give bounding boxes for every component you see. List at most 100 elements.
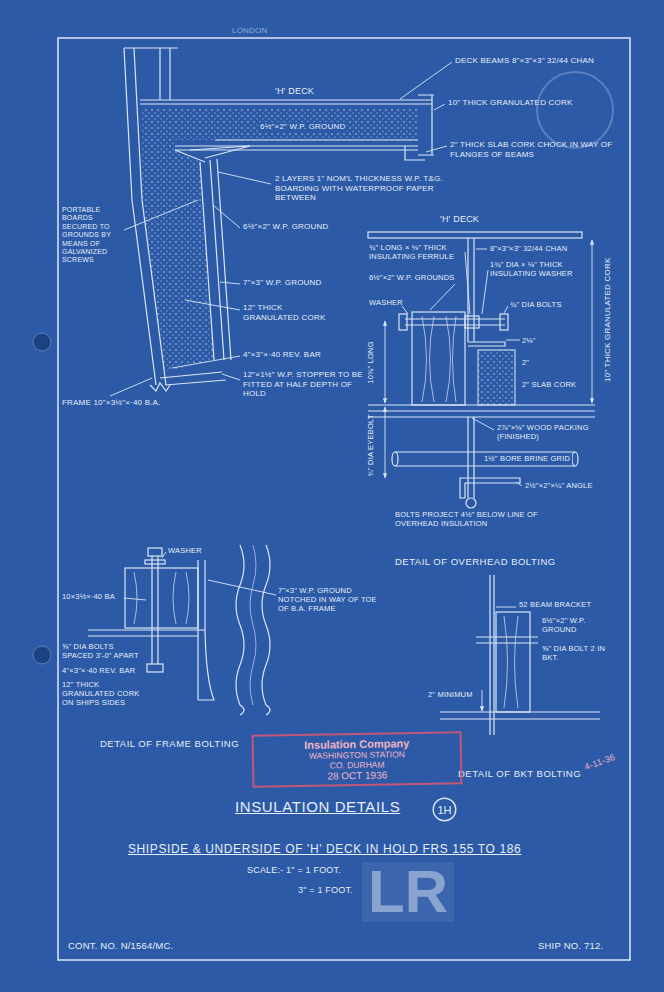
part-note: 12"×1½" W.P. STOPPER TO BE FITTED AT HAL… — [243, 370, 368, 399]
dimension-line — [385, 321, 386, 403]
shipside-section — [175, 146, 250, 162]
part-label: 2½"×2"×¼" ANGLE — [525, 481, 593, 490]
part-label: 2" SLAB CORK — [522, 380, 584, 389]
leader-line — [185, 300, 240, 310]
leader-line — [402, 249, 522, 486]
leader-line — [430, 284, 455, 310]
part-label: 4"×3"×·40 REV. BAR — [243, 350, 321, 360]
shipside-section — [160, 372, 226, 385]
shipside-section — [140, 100, 432, 104]
leader-line — [124, 552, 276, 600]
overhead-bolting-detail — [460, 478, 520, 498]
part-label: 10×3½×·40 BA — [62, 592, 122, 601]
part-label: 1½" BORE BRINE GRID — [482, 454, 572, 463]
part-note: 7"×3" W.P. GROUND NOTCHED IN WAY OF TOE … — [278, 586, 383, 613]
shipside-section — [200, 159, 231, 360]
part-label: 2⅞"×⅛" WOOD PACKING (FINISHED) — [497, 423, 597, 441]
leader-line — [506, 340, 520, 341]
shipside-section — [418, 95, 434, 155]
overhead-bolting-detail — [405, 319, 505, 325]
part-note: PORTABLE BOARDS SECURED TO GROUNDS BY ME… — [62, 206, 122, 265]
leader-line — [434, 104, 445, 110]
dimension-line — [482, 690, 483, 711]
bracket-bolting-detail — [496, 612, 530, 712]
overhead-bolting-detail — [399, 314, 407, 330]
scale-note: SCALE:- 1" = 1 FOOT. — [247, 865, 341, 876]
leader-line — [218, 172, 271, 184]
shipside-section — [405, 146, 425, 160]
cork-fill — [478, 350, 515, 405]
detail-title: DETAIL OF FRAME BOLTING — [100, 738, 239, 749]
leader-line — [162, 552, 166, 558]
part-label: 6½"×2" W.P. GROUNDS — [369, 273, 454, 282]
bracket-bolting-detail — [504, 616, 518, 708]
overhead-bolting-detail — [465, 316, 479, 328]
leader-line — [124, 200, 198, 230]
overhead-bolting-detail — [368, 232, 595, 508]
punch-hole — [33, 333, 51, 664]
part-label: 12" THICK GRANULATED CORK — [243, 303, 338, 322]
frame-bolting-detail — [148, 548, 162, 556]
part-label: ⅝" DIA BOLT 2 IN BKT. — [542, 644, 622, 662]
sheet-reference-circle: 1H — [432, 797, 457, 822]
overhead-bolting-detail — [395, 452, 575, 466]
overhead-bolting-detail — [412, 312, 465, 405]
leader-line — [208, 580, 276, 595]
leader-line — [124, 598, 146, 600]
overhead-bolting-detail — [368, 232, 582, 238]
overhead-bolting-detail — [368, 405, 595, 417]
leader-line — [402, 306, 408, 314]
punch-hole — [33, 333, 51, 351]
shipside-section — [124, 48, 434, 391]
part-label: 8"×3"×3" 32/44 CHAN — [490, 244, 567, 253]
sheet-border — [58, 38, 630, 960]
watermark: LR — [362, 862, 454, 922]
part-label: 52 BEAM BRACKET — [519, 600, 591, 609]
dimension-line — [592, 240, 593, 403]
part-label: 6½"×2" W.P. GROUND — [243, 222, 328, 232]
frame-bolting-detail — [88, 630, 205, 636]
leader-line — [472, 418, 494, 430]
frame-bolting-detail — [236, 545, 244, 715]
shipside-section — [134, 48, 166, 385]
shipside-section — [150, 383, 170, 391]
ship-number: SHIP NO. 712. — [538, 940, 603, 951]
leader-line — [496, 607, 516, 608]
frame-bolting-detail — [147, 664, 163, 672]
part-note: 2 LAYERS 1" NOM'L THICKNESS W.P. T&G. BO… — [275, 174, 445, 203]
part-label: FRAME 10"×3½"×·40 B.A. — [62, 398, 161, 408]
leader-line — [504, 306, 508, 313]
overhead-bolting-detail — [572, 452, 578, 466]
stamp-text: LONDON — [232, 26, 267, 36]
punch-hole — [33, 646, 51, 664]
cork-fill — [478, 350, 515, 405]
drawing-caption: SHIPSIDE & UNDERSIDE OF 'H' DECK IN HOLD… — [128, 842, 521, 856]
leader-line — [476, 249, 487, 250]
bracket-bolting-detail — [476, 637, 538, 643]
part-label: 7"×3" W.P. GROUND — [243, 278, 322, 288]
overhead-bolting-detail — [466, 498, 476, 508]
circle-outline — [433, 798, 456, 821]
bracket-bolting-detail — [440, 575, 600, 735]
frame-bolting-detail — [262, 545, 270, 715]
node-heading: 1H — [437, 804, 451, 816]
part-label: ¾" DIA EYEBOLT — [365, 414, 374, 476]
leader-line — [400, 62, 452, 99]
deck-name: 'H' DECK — [440, 214, 479, 225]
shipside-section — [124, 48, 156, 385]
deck-name: 'H' DECK — [275, 86, 314, 97]
leader-line — [465, 252, 470, 314]
leader-line — [426, 146, 447, 152]
part-label: 1¾" DIA × ⅛" THICK INSULATING WASHER — [490, 260, 585, 278]
part-label: ¾" DIA BOLTS — [510, 300, 562, 309]
leader-line — [220, 282, 240, 284]
leader-line — [482, 270, 488, 314]
part-label: 6½"×2" W.P. GROUND — [258, 122, 347, 132]
part-label: 4"×3"×·40 REV. BAR — [62, 666, 135, 675]
bracket-bolting-detail — [490, 575, 494, 735]
overhead-bolting-detail — [422, 316, 456, 402]
part-label: ¾" LONG × ⅛" THICK INSULATING FERRULE — [369, 243, 464, 261]
dimension-line — [482, 690, 483, 711]
